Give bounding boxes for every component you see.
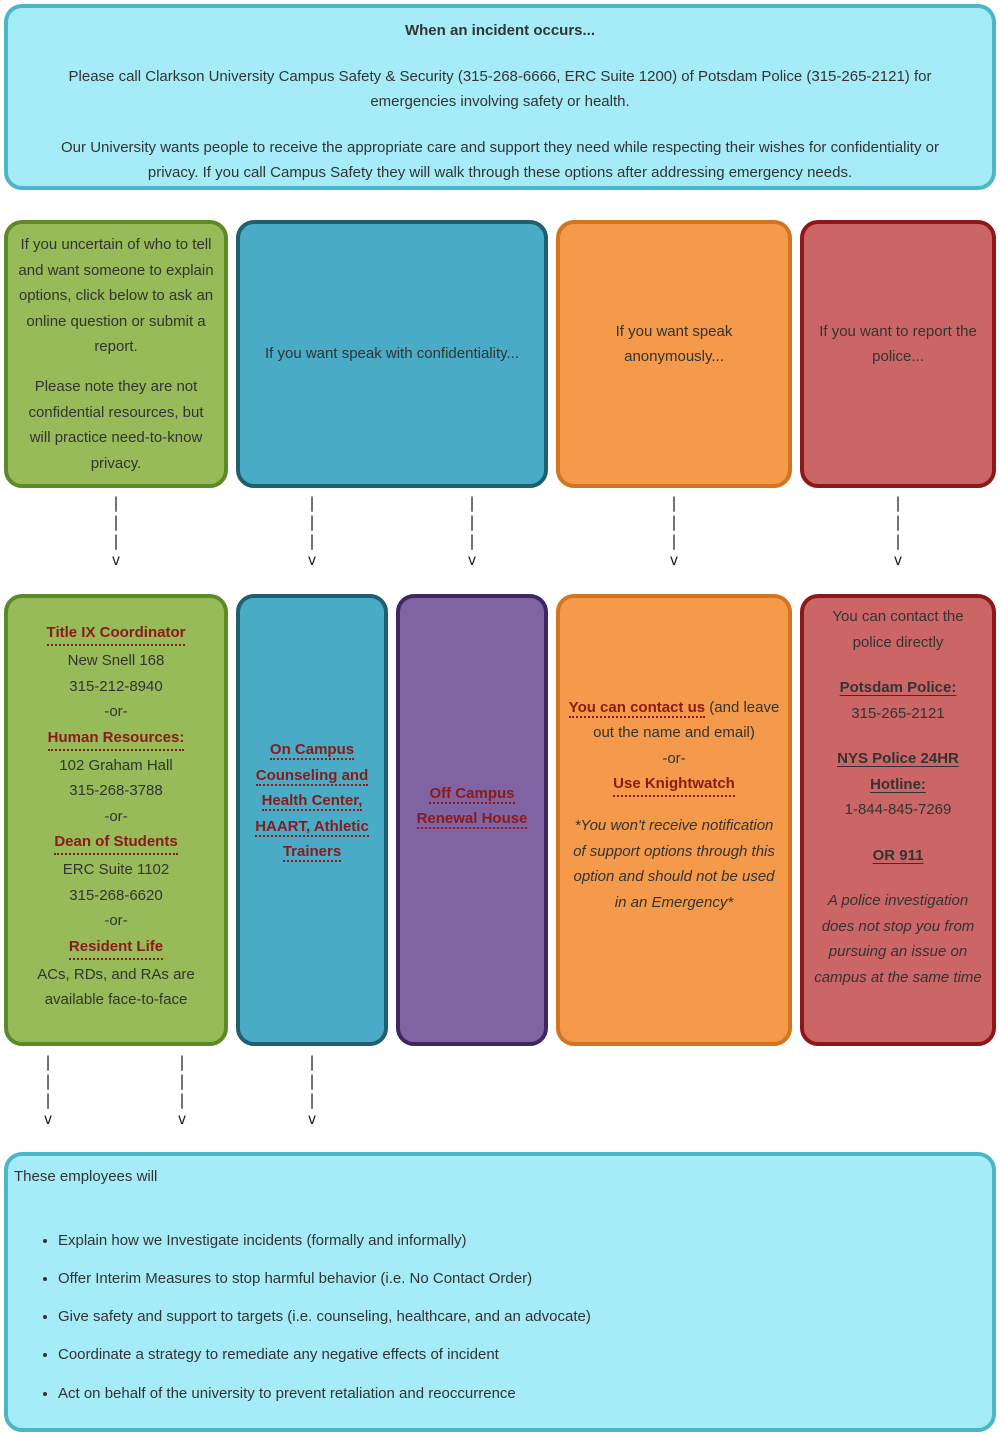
not-confidential-note: Please note they are not confidential re… xyxy=(28,378,204,472)
arrow-down: |||v xyxy=(43,1053,53,1128)
title-ix-room: New Snell 168 xyxy=(67,652,165,669)
on-campus-counseling-link[interactable]: On Campus Counseling and Health Center, … xyxy=(255,741,369,863)
arrow-down: |||v xyxy=(307,494,317,569)
police-intro-text: You can contact the police directly xyxy=(832,608,964,651)
potsdam-police-link[interactable]: Potsdam Police: xyxy=(839,679,957,696)
incident-intro-box: When an incident occurs... Please call C… xyxy=(4,4,996,190)
arrow-down: |||v xyxy=(893,494,903,569)
contact-us-link[interactable]: You can contact us xyxy=(568,698,706,718)
nys-police-hotline-link[interactable]: NYS Police 24HR Hotline: xyxy=(837,750,959,793)
employee-duties-intro: These employees will xyxy=(14,1168,158,1185)
confidentiality-text: Our University wants people to receive t… xyxy=(61,138,939,182)
dean-phone: 315-268-6620 xyxy=(69,886,163,904)
hr-phone: 315-268-3788 xyxy=(69,782,163,799)
potsdam-police-phone: 315-265-2121 xyxy=(851,704,945,722)
or-separator: -or- xyxy=(662,749,686,767)
anonymous-option-box: If you want speak anonymously... xyxy=(556,220,792,488)
arrow-down: |||v xyxy=(177,1053,187,1128)
resident-life-text: ACs, RDs, and RAs are available face-to-… xyxy=(37,965,195,1009)
emergency-contact-text: Please call Clarkson University Campus S… xyxy=(68,67,932,111)
list-item: Offer Interim Measures to stop harmful b… xyxy=(58,1266,591,1291)
anonymous-resources-box: You can contact us (and leave out the na… xyxy=(556,594,792,1046)
knightwatch-link[interactable]: Use Knightwatch xyxy=(613,773,735,798)
anonymous-warning-note: *You won't receive notification of suppo… xyxy=(573,817,775,911)
list-item: Explain how we Investigate incidents (fo… xyxy=(58,1228,591,1253)
incident-title: When an incident occurs... xyxy=(404,22,596,39)
arrow-down: |||v xyxy=(669,494,679,569)
arrow-down: |||v xyxy=(307,1053,317,1128)
confidential-option-text: If you want speak with confidentiality..… xyxy=(264,345,520,363)
list-item: Coordinate a strategy to remediate any n… xyxy=(58,1342,591,1367)
title-ix-coordinator-link[interactable]: Title IX Coordinator xyxy=(46,622,186,646)
off-campus-resources-box: Off Campus Renewal House xyxy=(396,594,548,1046)
police-option-text: If you want to report the police... xyxy=(819,322,977,366)
title-ix-phone: 315-212-8940 xyxy=(69,677,163,695)
or-separator: -or- xyxy=(104,703,128,720)
or-separator: -or- xyxy=(104,912,128,929)
police-option-box: If you want to report the police... xyxy=(800,220,996,488)
hr-room: 102 Graham Hall xyxy=(59,756,173,774)
confidential-resources-box: On Campus Counseling and Health Center, … xyxy=(236,594,388,1046)
or-separator: -or- xyxy=(104,807,128,825)
police-investigation-note: A police investigation does not stop you… xyxy=(814,892,982,986)
employee-duties-list: Explain how we Investigate incidents (fo… xyxy=(14,1228,591,1419)
call-911-link[interactable]: OR 911 xyxy=(872,846,924,864)
list-item: Give safety and support to targets (i.e.… xyxy=(58,1304,591,1329)
arrow-down: |||v xyxy=(111,494,121,569)
anonymous-option-text: If you want speak anonymously... xyxy=(615,322,733,366)
employee-duties-box: These employees will Explain how we Inve… xyxy=(4,1152,996,1432)
dean-room: ERC Suite 1102 xyxy=(62,861,170,878)
contact-us-note: (and leave out the name and email) xyxy=(593,698,780,742)
police-resources-box: You can contact the police directly Pots… xyxy=(800,594,996,1046)
arrow-down: |||v xyxy=(467,494,477,569)
nys-police-phone: 1-844-845-7269 xyxy=(844,801,952,818)
uncertain-option-box: If you uncertain of who to tell and want… xyxy=(4,220,228,488)
dean-of-students-link[interactable]: Dean of Students xyxy=(54,831,178,855)
uncertain-option-text: If you uncertain of who to tell and want… xyxy=(18,236,214,355)
human-resources-link[interactable]: Human Resources: xyxy=(47,727,185,751)
renewal-house-link[interactable]: Off Campus Renewal House xyxy=(416,784,528,829)
resident-life-link[interactable]: Resident Life xyxy=(68,936,164,960)
list-item: Act on behalf of the university to preve… xyxy=(58,1381,591,1406)
confidential-option-box: If you want speak with confidentiality..… xyxy=(236,220,548,488)
reporting-contacts-box: Title IX Coordinator New Snell 168 315-2… xyxy=(4,594,228,1046)
